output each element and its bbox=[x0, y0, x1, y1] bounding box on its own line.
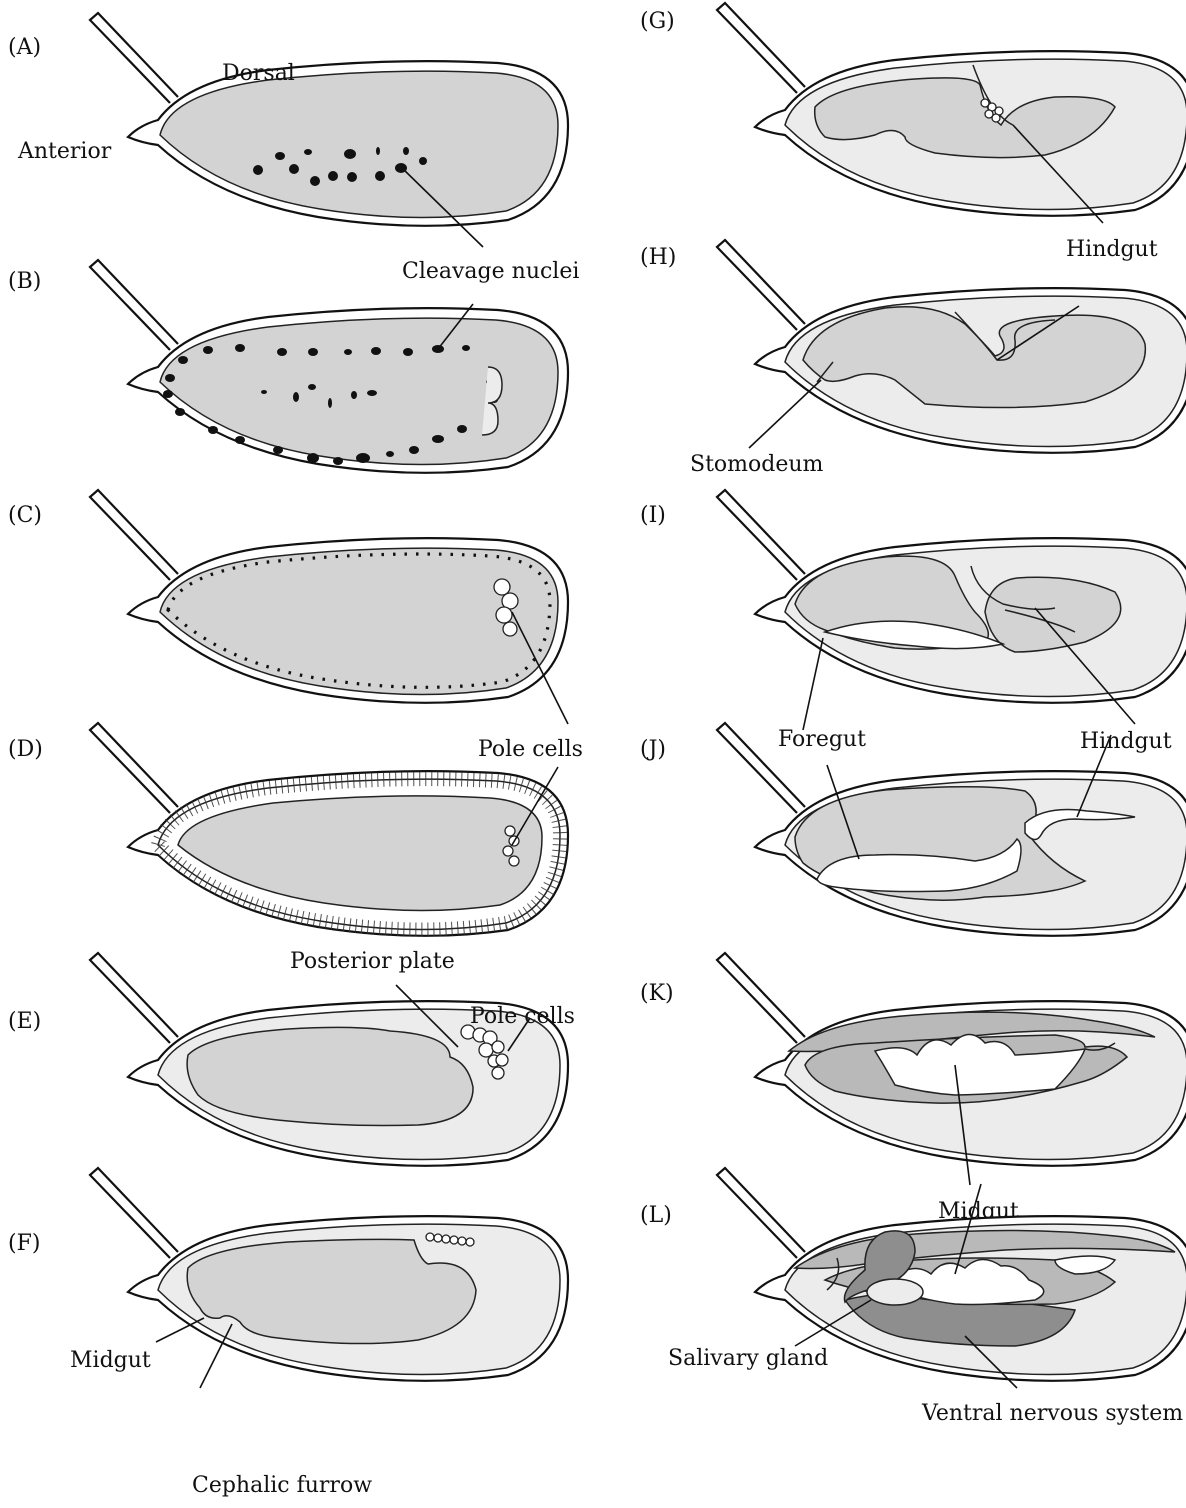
panel-k bbox=[717, 953, 1186, 1185]
panel-label-b: (B) bbox=[8, 269, 41, 294]
label-hindgut-j: Hindgut bbox=[1080, 729, 1172, 754]
panel-e bbox=[90, 953, 568, 1166]
panel-label-i: (I) bbox=[640, 503, 666, 528]
label-pole-cells-e: Pole cells bbox=[470, 1004, 575, 1029]
panel-label-a: (A) bbox=[8, 35, 41, 60]
panel-label-f: (F) bbox=[8, 1231, 40, 1256]
panel-c bbox=[90, 490, 568, 724]
panel-label-g: (G) bbox=[640, 9, 675, 34]
panel-label-k: (K) bbox=[640, 981, 674, 1006]
panel-label-c: (C) bbox=[8, 503, 42, 528]
label-pole-cells-d: Pole cells bbox=[478, 737, 583, 762]
label-ventral-nervous-system: Ventral nervous system bbox=[921, 1401, 1183, 1426]
label-hindgut-g: Hindgut bbox=[1066, 237, 1158, 262]
label-cephalic-furrow: Cephalic furrow bbox=[192, 1473, 372, 1498]
stomodeum-leader bbox=[749, 380, 821, 448]
panel-h bbox=[717, 240, 1186, 453]
label-posterior-plate: Posterior plate bbox=[290, 949, 455, 974]
panel-label-j: (J) bbox=[640, 737, 666, 762]
label-cleavage-nuclei: Cleavage nuclei bbox=[402, 259, 579, 284]
label-dorsal: Dorsal bbox=[222, 61, 295, 86]
label-foregut: Foregut bbox=[778, 727, 866, 752]
label-anterior: Anterior bbox=[17, 139, 112, 164]
panel-label-e: (E) bbox=[8, 1009, 41, 1034]
foregut-leader-i bbox=[803, 638, 823, 730]
panel-a bbox=[90, 13, 568, 247]
panel-i bbox=[717, 490, 1186, 730]
panel-label-d: (D) bbox=[8, 737, 43, 762]
label-midgut-f: Midgut bbox=[70, 1348, 151, 1373]
panel-label-h: (H) bbox=[640, 245, 676, 270]
label-salivary-gland: Salivary gland bbox=[668, 1346, 828, 1371]
panel-f bbox=[90, 1168, 568, 1388]
panel-b bbox=[90, 260, 568, 473]
panel-g bbox=[717, 3, 1186, 223]
panel-j bbox=[717, 723, 1186, 936]
label-stomodeum: Stomodeum bbox=[690, 452, 824, 477]
panel-label-l: (L) bbox=[640, 1203, 672, 1228]
